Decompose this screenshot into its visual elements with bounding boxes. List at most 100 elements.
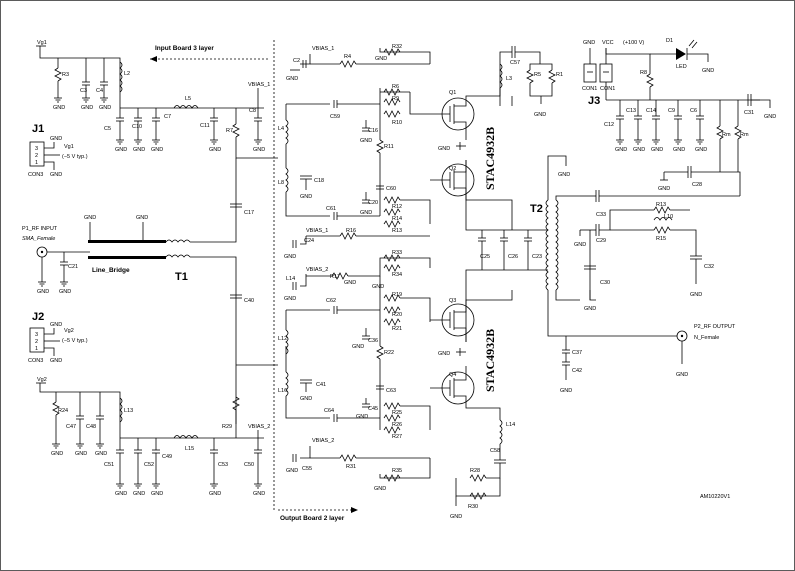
chip-label-upper: STAC4932B — [483, 127, 497, 190]
svg-text:C26: C26 — [508, 254, 518, 260]
svg-text:C57: C57 — [510, 60, 520, 66]
gate-network-lower: VBIAS_2 L14 GND R17 GND R33 R34 GND C62 … — [278, 250, 431, 492]
svg-text:CON1: CON1 — [582, 86, 597, 92]
chip-label-lower: STAC4932B — [483, 329, 497, 392]
svg-text:R22: R22 — [384, 350, 394, 356]
svg-text:C63: C63 — [386, 388, 396, 394]
connector-j2: J2 3 2 1 GND Vg2 (−5 V typ.) GND CON3 — [28, 311, 88, 364]
svg-text:GND: GND — [286, 468, 298, 474]
svg-text:GND: GND — [209, 491, 221, 497]
svg-text:3: 3 — [35, 146, 38, 152]
svg-text:C20: C20 — [368, 200, 378, 206]
svg-text:GND: GND — [151, 491, 163, 497]
svg-text:VCC: VCC — [602, 40, 614, 46]
svg-text:C61: C61 — [326, 206, 336, 212]
input-board-label: Input Board 3 layer — [150, 45, 270, 62]
svg-text:R9: R9 — [392, 96, 399, 102]
svg-text:L16: L16 — [278, 388, 287, 394]
svg-text:C14: C14 — [646, 108, 656, 114]
svg-text:GND: GND — [300, 194, 312, 200]
svg-text:L4: L4 — [278, 126, 284, 132]
svg-text:P1_RF INPUT: P1_RF INPUT — [22, 226, 58, 232]
svg-text:C40: C40 — [244, 298, 254, 304]
svg-text:R30: R30 — [468, 504, 478, 510]
transistor-ground-links: GND GND — [438, 142, 466, 357]
svg-text:CON3: CON3 — [28, 172, 43, 178]
svg-text:GND: GND — [673, 147, 685, 153]
svg-text:R34: R34 — [392, 272, 402, 278]
svg-text:R8: R8 — [640, 70, 647, 76]
ground-symbols: GND GND GND GND GND GND GND GND — [53, 97, 265, 153]
svg-text:J3: J3 — [588, 95, 600, 107]
svg-text:GND: GND — [115, 491, 127, 497]
svg-text:R10: R10 — [392, 120, 402, 126]
svg-text:C7: C7 — [164, 114, 171, 120]
svg-text:C29: C29 — [596, 238, 606, 244]
svg-text:C59: C59 — [330, 114, 340, 120]
svg-text:GND: GND — [695, 147, 707, 153]
svg-text:C36: C36 — [368, 338, 378, 344]
svg-text:R26: R26 — [392, 422, 402, 428]
svg-text:C2: C2 — [293, 58, 300, 64]
svg-text:C31: C31 — [744, 110, 754, 116]
svg-text:C37: C37 — [572, 350, 582, 356]
svg-text:C58: C58 — [490, 448, 500, 454]
svg-text:R33: R33 — [392, 250, 402, 256]
svg-text:C10: C10 — [132, 124, 142, 130]
svg-text:GND: GND — [438, 351, 450, 357]
svg-text:C25: C25 — [480, 254, 490, 260]
svg-text:GND: GND — [53, 105, 65, 111]
svg-text:GND: GND — [253, 147, 265, 153]
transistor-q1: Q1 — [430, 90, 475, 134]
svg-text:Output Board 2 layer: Output Board 2 layer — [280, 515, 345, 522]
svg-text:L12: L12 — [278, 336, 287, 342]
drain-network: C57 L3 R5 R1 GND L14 C58 R28 R30 GND — [450, 46, 563, 520]
svg-text:Vg1: Vg1 — [37, 40, 47, 46]
svg-text:R35: R35 — [392, 468, 402, 474]
svg-text:Vg2: Vg2 — [37, 377, 47, 383]
svg-text:R28: R28 — [470, 468, 480, 474]
svg-text:GND: GND — [584, 306, 596, 312]
svg-text:T2: T2 — [530, 203, 543, 215]
svg-text:SMA_Female: SMA_Female — [22, 236, 55, 242]
svg-text:C23: C23 — [532, 254, 542, 260]
svg-text:GND: GND — [558, 172, 570, 178]
svg-text:L15: L15 — [185, 446, 194, 452]
svg-text:Rm: Rm — [740, 132, 749, 138]
svg-text:R12: R12 — [392, 204, 402, 210]
svg-text:GND: GND — [115, 147, 127, 153]
svg-text:GND: GND — [151, 147, 163, 153]
svg-text:GND: GND — [360, 210, 372, 216]
svg-text:Q2: Q2 — [449, 166, 456, 172]
svg-text:GND: GND — [95, 451, 107, 457]
svg-text:R16: R16 — [346, 228, 356, 234]
svg-text:R3: R3 — [62, 72, 69, 78]
svg-text:GND: GND — [450, 514, 462, 520]
svg-text:C6: C6 — [690, 108, 697, 114]
svg-text:C41: C41 — [316, 382, 326, 388]
svg-text:Q1: Q1 — [449, 90, 456, 96]
svg-text:R19: R19 — [392, 292, 402, 298]
svg-text:GND: GND — [651, 147, 663, 153]
output-bias-network: C33 C29 R13 L10 R15 C32 GND GND C30 GND — [574, 190, 740, 312]
svg-text:C9: C9 — [668, 108, 675, 114]
transistor-q4: Q4 — [430, 366, 475, 409]
vg1-network: Vg1 R3 C3 C4 L2 C5 C10 C7 — [36, 40, 278, 159]
svg-text:T1: T1 — [175, 271, 188, 283]
svg-text:VBIAS_1: VBIAS_1 — [248, 82, 270, 88]
supply-block: GND VCC (+100 V) CON1 CON1 J3 D1 LED GND… — [582, 38, 776, 196]
svg-text:GND: GND — [352, 344, 364, 350]
svg-text:GND: GND — [133, 147, 145, 153]
svg-text:GND: GND — [356, 414, 368, 420]
svg-text:GND: GND — [50, 322, 62, 328]
svg-text:GND: GND — [253, 491, 265, 497]
svg-text:Line_Bridge: Line_Bridge — [92, 267, 130, 274]
svg-text:(−5 V typ.): (−5 V typ.) — [62, 338, 88, 344]
svg-text:CON1: CON1 — [600, 86, 615, 92]
svg-text:R20: R20 — [392, 312, 402, 318]
rf-output: GND P2_RF OUTPUT N_Female C37 C42 GND — [560, 324, 736, 394]
svg-text:C4: C4 — [96, 88, 103, 94]
svg-text:R27: R27 — [392, 434, 402, 440]
svg-text:C17: C17 — [244, 210, 254, 216]
svg-text:GND: GND — [702, 68, 714, 74]
